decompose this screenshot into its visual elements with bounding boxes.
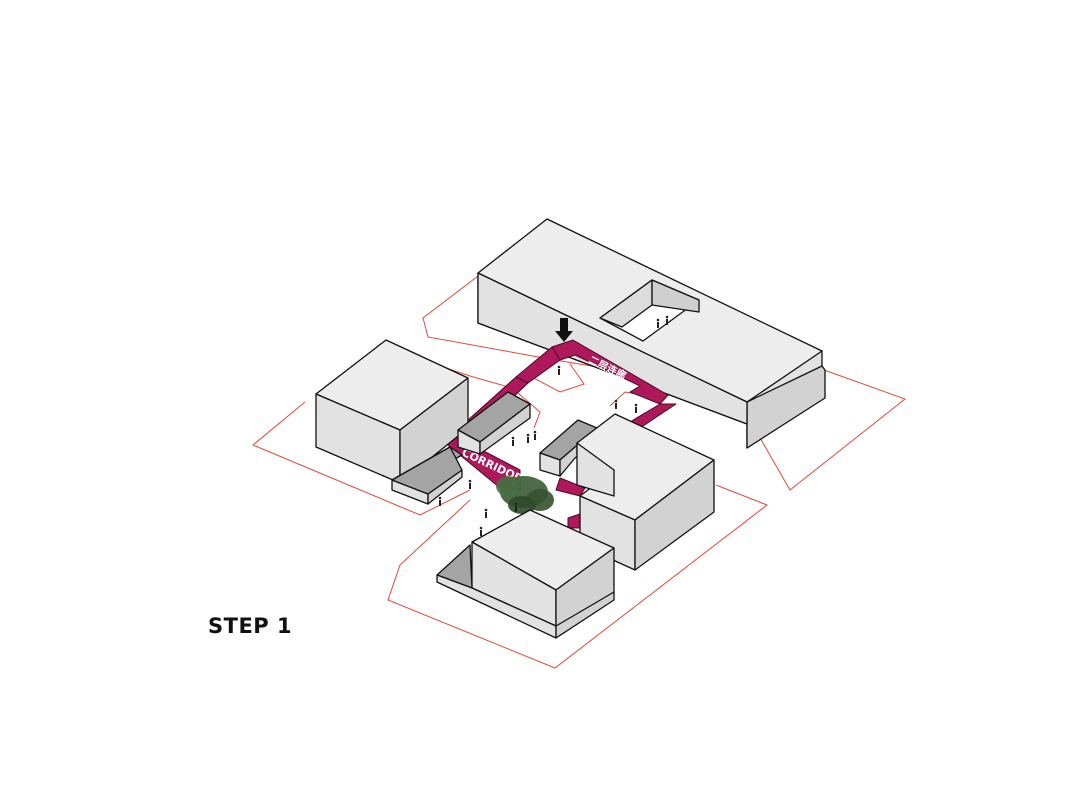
tree-icon (496, 476, 554, 514)
people (438, 315, 669, 536)
step-label: STEP 1 (208, 614, 293, 638)
corridor-west-upper (515, 346, 561, 384)
site-boundary-west (252, 401, 471, 516)
building-south (436, 509, 615, 639)
arrow-down-icon (555, 318, 573, 342)
person-icon (634, 403, 638, 413)
person-icon (614, 399, 618, 409)
person-icon (468, 479, 472, 489)
person-icon (514, 502, 518, 512)
person-icon (526, 433, 530, 443)
site-boundary-south (387, 484, 769, 669)
person-icon (533, 430, 537, 440)
building-north (477, 218, 826, 449)
building-east (576, 413, 715, 571)
building-west (315, 339, 469, 505)
building-west-mid (457, 391, 531, 455)
corridor-south-drop (567, 513, 581, 529)
person-icon (484, 508, 488, 518)
person-icon (665, 315, 669, 325)
person-icon (438, 496, 442, 506)
person-icon (479, 526, 483, 536)
corridor-north-segment (551, 339, 669, 405)
site-boundary-court (529, 363, 585, 393)
person-icon (511, 436, 515, 446)
person-icon (557, 365, 561, 375)
person-icon (656, 318, 660, 328)
